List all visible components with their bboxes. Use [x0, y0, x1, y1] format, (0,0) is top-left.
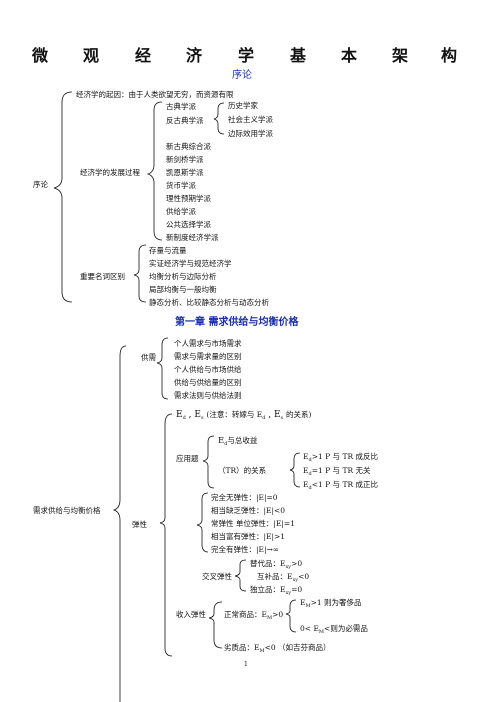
sd-item: 需求法则与供给法则 [174, 391, 242, 400]
school-item: 理性预期学派 [166, 194, 211, 203]
supply-demand-label: 供需 [141, 353, 156, 362]
cross-elasticity-label: 交叉弹性 [202, 572, 232, 581]
term-item: 均衡分析与边际分析 [149, 272, 217, 281]
inferior-good: 劣质品：EM<0 （如吉芬商品） [224, 643, 331, 654]
school-marginal: 边际效用学派 [228, 129, 273, 138]
intro-origin: 经济学的起因：由于人类欲望无穷，而资源有限 [76, 90, 234, 99]
tr-relation: （TR）的关系 [218, 466, 267, 475]
normal-good: 正常商品：EM>0 [224, 610, 284, 621]
intro-root-label: 序论 [33, 180, 48, 189]
term-item: 实证经济学与规范经济学 [149, 259, 232, 268]
cross-item: 独立品：Exy=0 [250, 585, 303, 596]
sd-item: 个人需求与市场需求 [174, 339, 242, 348]
elasticity-type: 完全无弹性：|E|=0 [211, 493, 278, 502]
school-item: 新剑桥学派 [166, 155, 204, 164]
school-socialist: 社会主义学派 [228, 115, 273, 124]
intro-dev-label: 经济学的发展过程 [80, 168, 140, 177]
elasticity-type: 完全有弹性：|E|→∞ [211, 545, 280, 554]
school-item: 凯恩斯学派 [166, 168, 204, 177]
school-item: 新制度经济学派 [166, 233, 219, 242]
necessity-good: 0< EM<则为必需品 [300, 624, 368, 635]
school-anti-classical: 反古典学派 [166, 116, 204, 125]
cross-item: 替代品：Exy>0 [250, 559, 303, 570]
chapter-heading: 第一章 需求供给与均衡价格 [175, 317, 299, 328]
school-item: 公共选择学派 [166, 220, 211, 229]
school-item: 新古典综合派 [166, 142, 211, 151]
term-item: 静态分析、比较静态分析与动态分析 [149, 298, 269, 307]
application-label: 应用题 [176, 454, 199, 463]
elasticity-type: 常弹性 单位弹性：|E|=1 [211, 519, 295, 528]
tr-item: Ed<1 P 与 TR 成正比 [303, 480, 378, 491]
tr-item: Ed>1 P 与 TR 成反比 [303, 452, 378, 463]
school-historical: 历史学家 [228, 101, 258, 110]
ch1-root-label: 需求供给与均衡价格 [33, 506, 101, 515]
school-item: 供给学派 [166, 207, 196, 216]
elasticity-type: 相当富有弹性：|E|>1 [211, 532, 286, 541]
tr-item: Ed=1 P 与 TR 无关 [303, 466, 371, 477]
ed-revenue: Ed与总收益 [218, 436, 258, 447]
income-elasticity-label: 收入弹性 [176, 610, 206, 619]
school-classical: 古典学派 [166, 102, 196, 111]
sd-item: 个人供给与市场供给 [174, 365, 242, 374]
ed-es-line: Ed , Es (注意：转嫁与 Ed , Es 的关系) [176, 410, 312, 421]
school-item: 货币学派 [166, 181, 196, 190]
elasticity-label: 弹性 [132, 520, 147, 529]
cross-item: 互补品：Exy<0 [257, 572, 310, 583]
sd-item: 需求与需求量的区别 [174, 352, 242, 361]
terms-label: 重要名词区别 [80, 272, 125, 281]
elasticity-type: 相当缺乏弹性：|E|<0 [211, 506, 286, 515]
luxury-good: EM>1 则为奢侈品 [300, 598, 362, 609]
page-number: 1 [244, 661, 248, 668]
sd-item: 供给与供给量的区别 [174, 378, 242, 387]
term-item: 存量与流量 [149, 246, 187, 255]
term-item: 局部均衡与一般均衡 [149, 285, 217, 294]
document-title: 微 观 经 济 学 基 本 架 构 [32, 46, 458, 65]
section-heading-intro: 序论 [232, 70, 252, 81]
